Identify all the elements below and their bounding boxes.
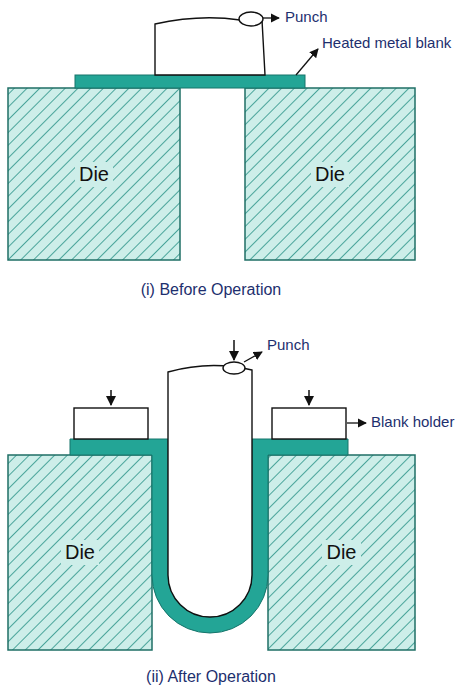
die-node: Die bbox=[8, 455, 152, 650]
blank-holder bbox=[272, 408, 346, 439]
die-label: Die bbox=[311, 162, 349, 187]
leader-line bbox=[263, 17, 279, 18]
punch-end bbox=[223, 362, 245, 374]
part-label: Punch bbox=[283, 8, 330, 26]
die-block bbox=[268, 455, 415, 650]
punch-body bbox=[168, 365, 252, 617]
part-label: Blank holder bbox=[369, 413, 456, 431]
stage-caption: (i) Before Operation bbox=[139, 280, 284, 299]
die-label: Die bbox=[75, 162, 113, 187]
metal-blank bbox=[75, 75, 305, 88]
die-block bbox=[8, 88, 180, 260]
part-label: Punch bbox=[265, 336, 312, 354]
force-arrow bbox=[233, 340, 235, 360]
force-arrow bbox=[308, 390, 310, 405]
blank-holder bbox=[74, 408, 148, 439]
die-node: Die bbox=[8, 88, 180, 260]
force-arrow bbox=[110, 390, 112, 405]
die-node: Die bbox=[245, 88, 415, 260]
stage-caption: (ii) After Operation bbox=[144, 667, 278, 686]
die-block bbox=[245, 88, 415, 260]
die-node: Die bbox=[268, 455, 415, 650]
leader-line bbox=[244, 352, 262, 362]
leader-line bbox=[296, 49, 318, 75]
die-label: Die bbox=[61, 540, 99, 565]
punch-end bbox=[239, 12, 263, 26]
part-label: Heated metal blank bbox=[320, 34, 453, 52]
leader-line bbox=[347, 422, 366, 423]
die-label: Die bbox=[322, 540, 360, 565]
die-block bbox=[8, 455, 152, 650]
